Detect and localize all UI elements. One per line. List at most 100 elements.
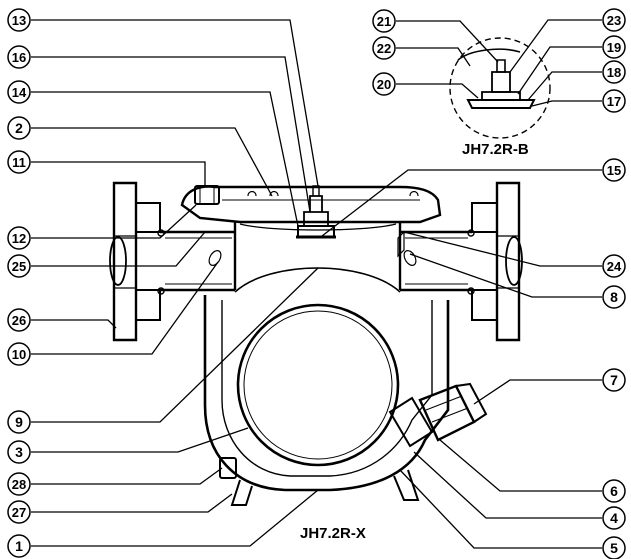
callout-circle bbox=[7, 308, 31, 332]
callout-circle bbox=[7, 8, 31, 32]
callout-number: 8 bbox=[610, 289, 618, 305]
callout-16: 16 bbox=[7, 45, 31, 69]
callout-number: 20 bbox=[377, 77, 391, 92]
callout-number: 25 bbox=[12, 259, 26, 274]
callout-circle bbox=[372, 9, 396, 33]
callout-22: 22 bbox=[372, 36, 396, 60]
callout-28: 28 bbox=[7, 472, 31, 496]
callout-8: 8 bbox=[602, 285, 626, 309]
callout-20: 20 bbox=[372, 72, 396, 96]
callout-14: 14 bbox=[7, 80, 31, 104]
cover-bolt bbox=[194, 185, 220, 205]
callout-circle bbox=[602, 285, 626, 309]
callout-circle bbox=[7, 226, 31, 250]
callout-number: 11 bbox=[12, 155, 26, 170]
callouts: 1316142111225261093282712122202319181715… bbox=[7, 8, 626, 559]
callout-circle bbox=[7, 80, 31, 104]
detail-view bbox=[449, 37, 551, 139]
callout-circle bbox=[7, 410, 31, 434]
callout-3: 3 bbox=[7, 440, 31, 464]
left-flange bbox=[112, 181, 161, 342]
callout-number: 24 bbox=[607, 259, 622, 274]
valve-assembly bbox=[296, 185, 336, 239]
callout-circle bbox=[372, 36, 396, 60]
main-model-label: JH7.2R-X bbox=[300, 525, 366, 542]
callout-number: 6 bbox=[610, 483, 618, 499]
callout-15: 15 bbox=[602, 158, 626, 182]
callout-number: 5 bbox=[610, 540, 618, 556]
callout-13: 13 bbox=[7, 8, 31, 32]
callout-circle bbox=[602, 506, 626, 530]
callout-number: 10 bbox=[12, 347, 26, 362]
callout-11: 11 bbox=[7, 150, 31, 174]
callout-number: 15 bbox=[607, 163, 621, 178]
callout-circle bbox=[602, 8, 626, 32]
detail-model-label: JH7.2R-B bbox=[462, 141, 529, 158]
callout-number: 3 bbox=[15, 444, 23, 460]
outlet-pipe bbox=[400, 230, 523, 292]
callout-circle bbox=[7, 534, 31, 558]
inlet-pipe bbox=[109, 230, 235, 292]
callout-circle bbox=[7, 500, 31, 524]
callout-number: 1 bbox=[15, 538, 23, 554]
callout-26: 26 bbox=[7, 308, 31, 332]
callout-4: 4 bbox=[602, 506, 626, 530]
callout-number: 17 bbox=[607, 94, 621, 109]
callout-21: 21 bbox=[372, 9, 396, 33]
callout-number: 26 bbox=[12, 313, 26, 328]
callout-23: 23 bbox=[602, 8, 626, 32]
callout-19: 19 bbox=[602, 35, 626, 59]
lower-body bbox=[203, 295, 450, 492]
callout-5: 5 bbox=[602, 536, 626, 559]
right-flange bbox=[471, 181, 521, 342]
callout-number: 13 bbox=[12, 13, 26, 28]
callout-17: 17 bbox=[602, 89, 626, 113]
callout-number: 2 bbox=[15, 120, 23, 136]
callout-number: 22 bbox=[377, 41, 391, 56]
callout-7: 7 bbox=[602, 368, 626, 392]
callout-circle bbox=[7, 45, 31, 69]
callout-circle bbox=[602, 479, 626, 503]
callout-circle bbox=[372, 72, 396, 96]
callout-number: 21 bbox=[377, 14, 391, 29]
callout-circle bbox=[7, 342, 31, 366]
float-ball bbox=[236, 303, 400, 467]
callout-1: 1 bbox=[7, 534, 31, 558]
callout-9: 9 bbox=[7, 410, 31, 434]
callout-2: 2 bbox=[7, 116, 31, 140]
callout-circle bbox=[7, 150, 31, 174]
callout-number: 4 bbox=[610, 510, 618, 526]
cover bbox=[180, 185, 442, 224]
callout-27: 27 bbox=[7, 500, 31, 524]
trap-body-drawing bbox=[109, 181, 523, 506]
callout-number: 18 bbox=[607, 65, 621, 80]
callout-number: 23 bbox=[607, 13, 621, 28]
callout-circle bbox=[602, 35, 626, 59]
callout-number: 16 bbox=[12, 50, 26, 65]
callout-circle bbox=[602, 89, 626, 113]
callout-number: 19 bbox=[607, 40, 621, 55]
callout-number: 14 bbox=[12, 85, 27, 100]
callout-circle bbox=[602, 536, 626, 559]
callout-circle bbox=[602, 60, 626, 84]
callout-circle bbox=[7, 116, 31, 140]
callout-circle bbox=[602, 368, 626, 392]
callout-circle bbox=[7, 472, 31, 496]
callout-circle bbox=[7, 440, 31, 464]
callout-24: 24 bbox=[602, 254, 626, 278]
side-plug bbox=[388, 382, 488, 448]
callout-number: 7 bbox=[610, 372, 618, 388]
callout-number: 9 bbox=[15, 414, 23, 430]
flange-welds bbox=[157, 229, 475, 295]
callout-number: 12 bbox=[12, 231, 26, 246]
callout-circle bbox=[602, 158, 626, 182]
callout-number: 28 bbox=[12, 477, 26, 492]
callout-number: 27 bbox=[12, 505, 26, 520]
callout-25: 25 bbox=[7, 254, 31, 278]
callout-18: 18 bbox=[602, 60, 626, 84]
callout-12: 12 bbox=[7, 226, 31, 250]
callout-6: 6 bbox=[602, 479, 626, 503]
bottom-feet bbox=[219, 457, 420, 506]
callout-circle bbox=[602, 254, 626, 278]
